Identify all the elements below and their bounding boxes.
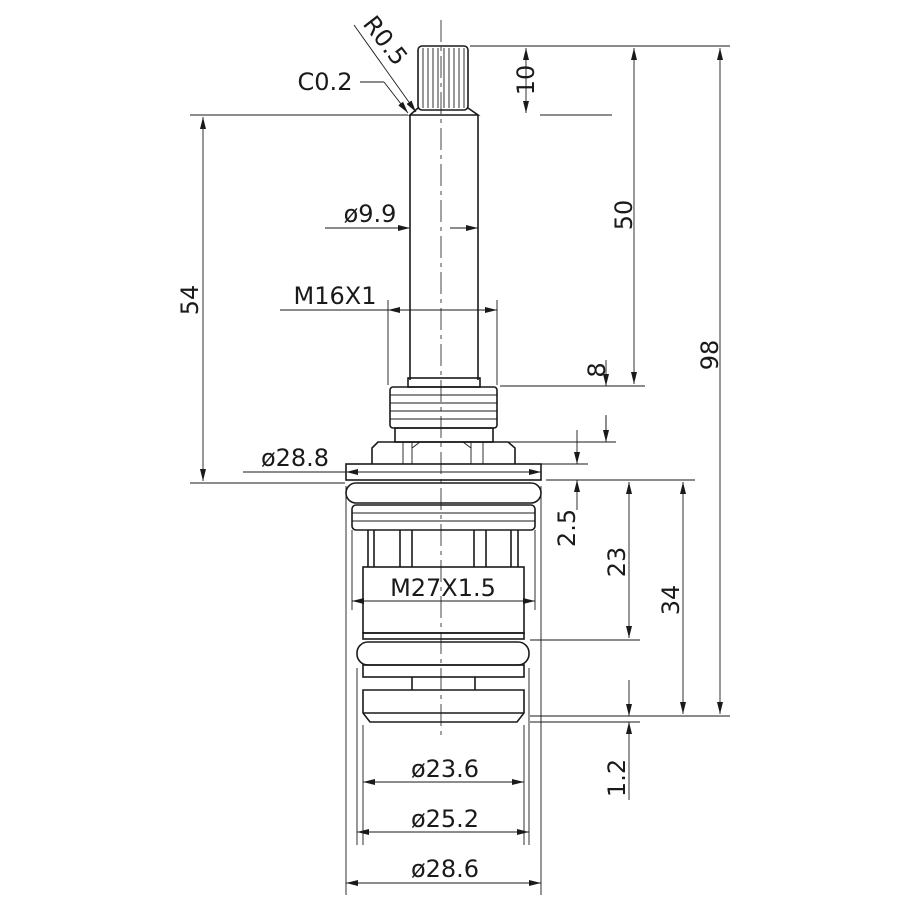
dim-8: 8 (583, 362, 611, 377)
chamfer-callout: C0.2 (298, 68, 353, 96)
dim-98: 98 (696, 340, 724, 371)
callouts: C0.2 R0.5 (298, 10, 417, 114)
dim-10: 10 (512, 65, 540, 96)
o-ring-lower (356, 641, 530, 666)
dim-stem-diameter: ø9.9 (344, 200, 397, 228)
small-thread (389, 386, 498, 429)
lower-plate (362, 664, 525, 678)
lower-stem (411, 677, 476, 690)
dim-oring-diameter: ø25.2 (411, 805, 479, 833)
vertical-dimensions: 10 50 98 54 8 2.5 23 34 1.2 (176, 48, 724, 800)
stem (409, 115, 479, 380)
dim-m27x1-5: M27X1.5 (390, 574, 496, 602)
dim-m16x1: M16X1 (294, 282, 377, 310)
spline-knurl (407, 45, 481, 116)
horizontal-dimensions: ø9.9 M16X1 ø28.8 M27X1.5 ø23.6 ø25.2 ø28… (243, 200, 541, 886)
dim-body-diameter: ø28.6 (411, 855, 479, 883)
extension-lines (190, 45, 730, 895)
dim-23: 23 (603, 547, 631, 578)
dim-2-5: 2.5 (553, 509, 581, 547)
bottom-disc (362, 689, 525, 723)
dim-1-2: 1.2 (603, 759, 631, 797)
dim-flange-diameter: ø28.8 (261, 444, 329, 472)
hex-nut (371, 441, 516, 464)
neck (394, 427, 494, 443)
dim-disc-diameter: ø23.6 (411, 755, 479, 783)
cartridge-part (345, 45, 542, 723)
o-ring-upper (345, 482, 542, 504)
dim-50: 50 (610, 200, 638, 231)
dim-34: 34 (657, 585, 685, 616)
ring (362, 632, 525, 640)
dim-54: 54 (176, 285, 204, 316)
collar (407, 377, 481, 388)
legs (367, 530, 519, 567)
large-thread (351, 504, 536, 531)
